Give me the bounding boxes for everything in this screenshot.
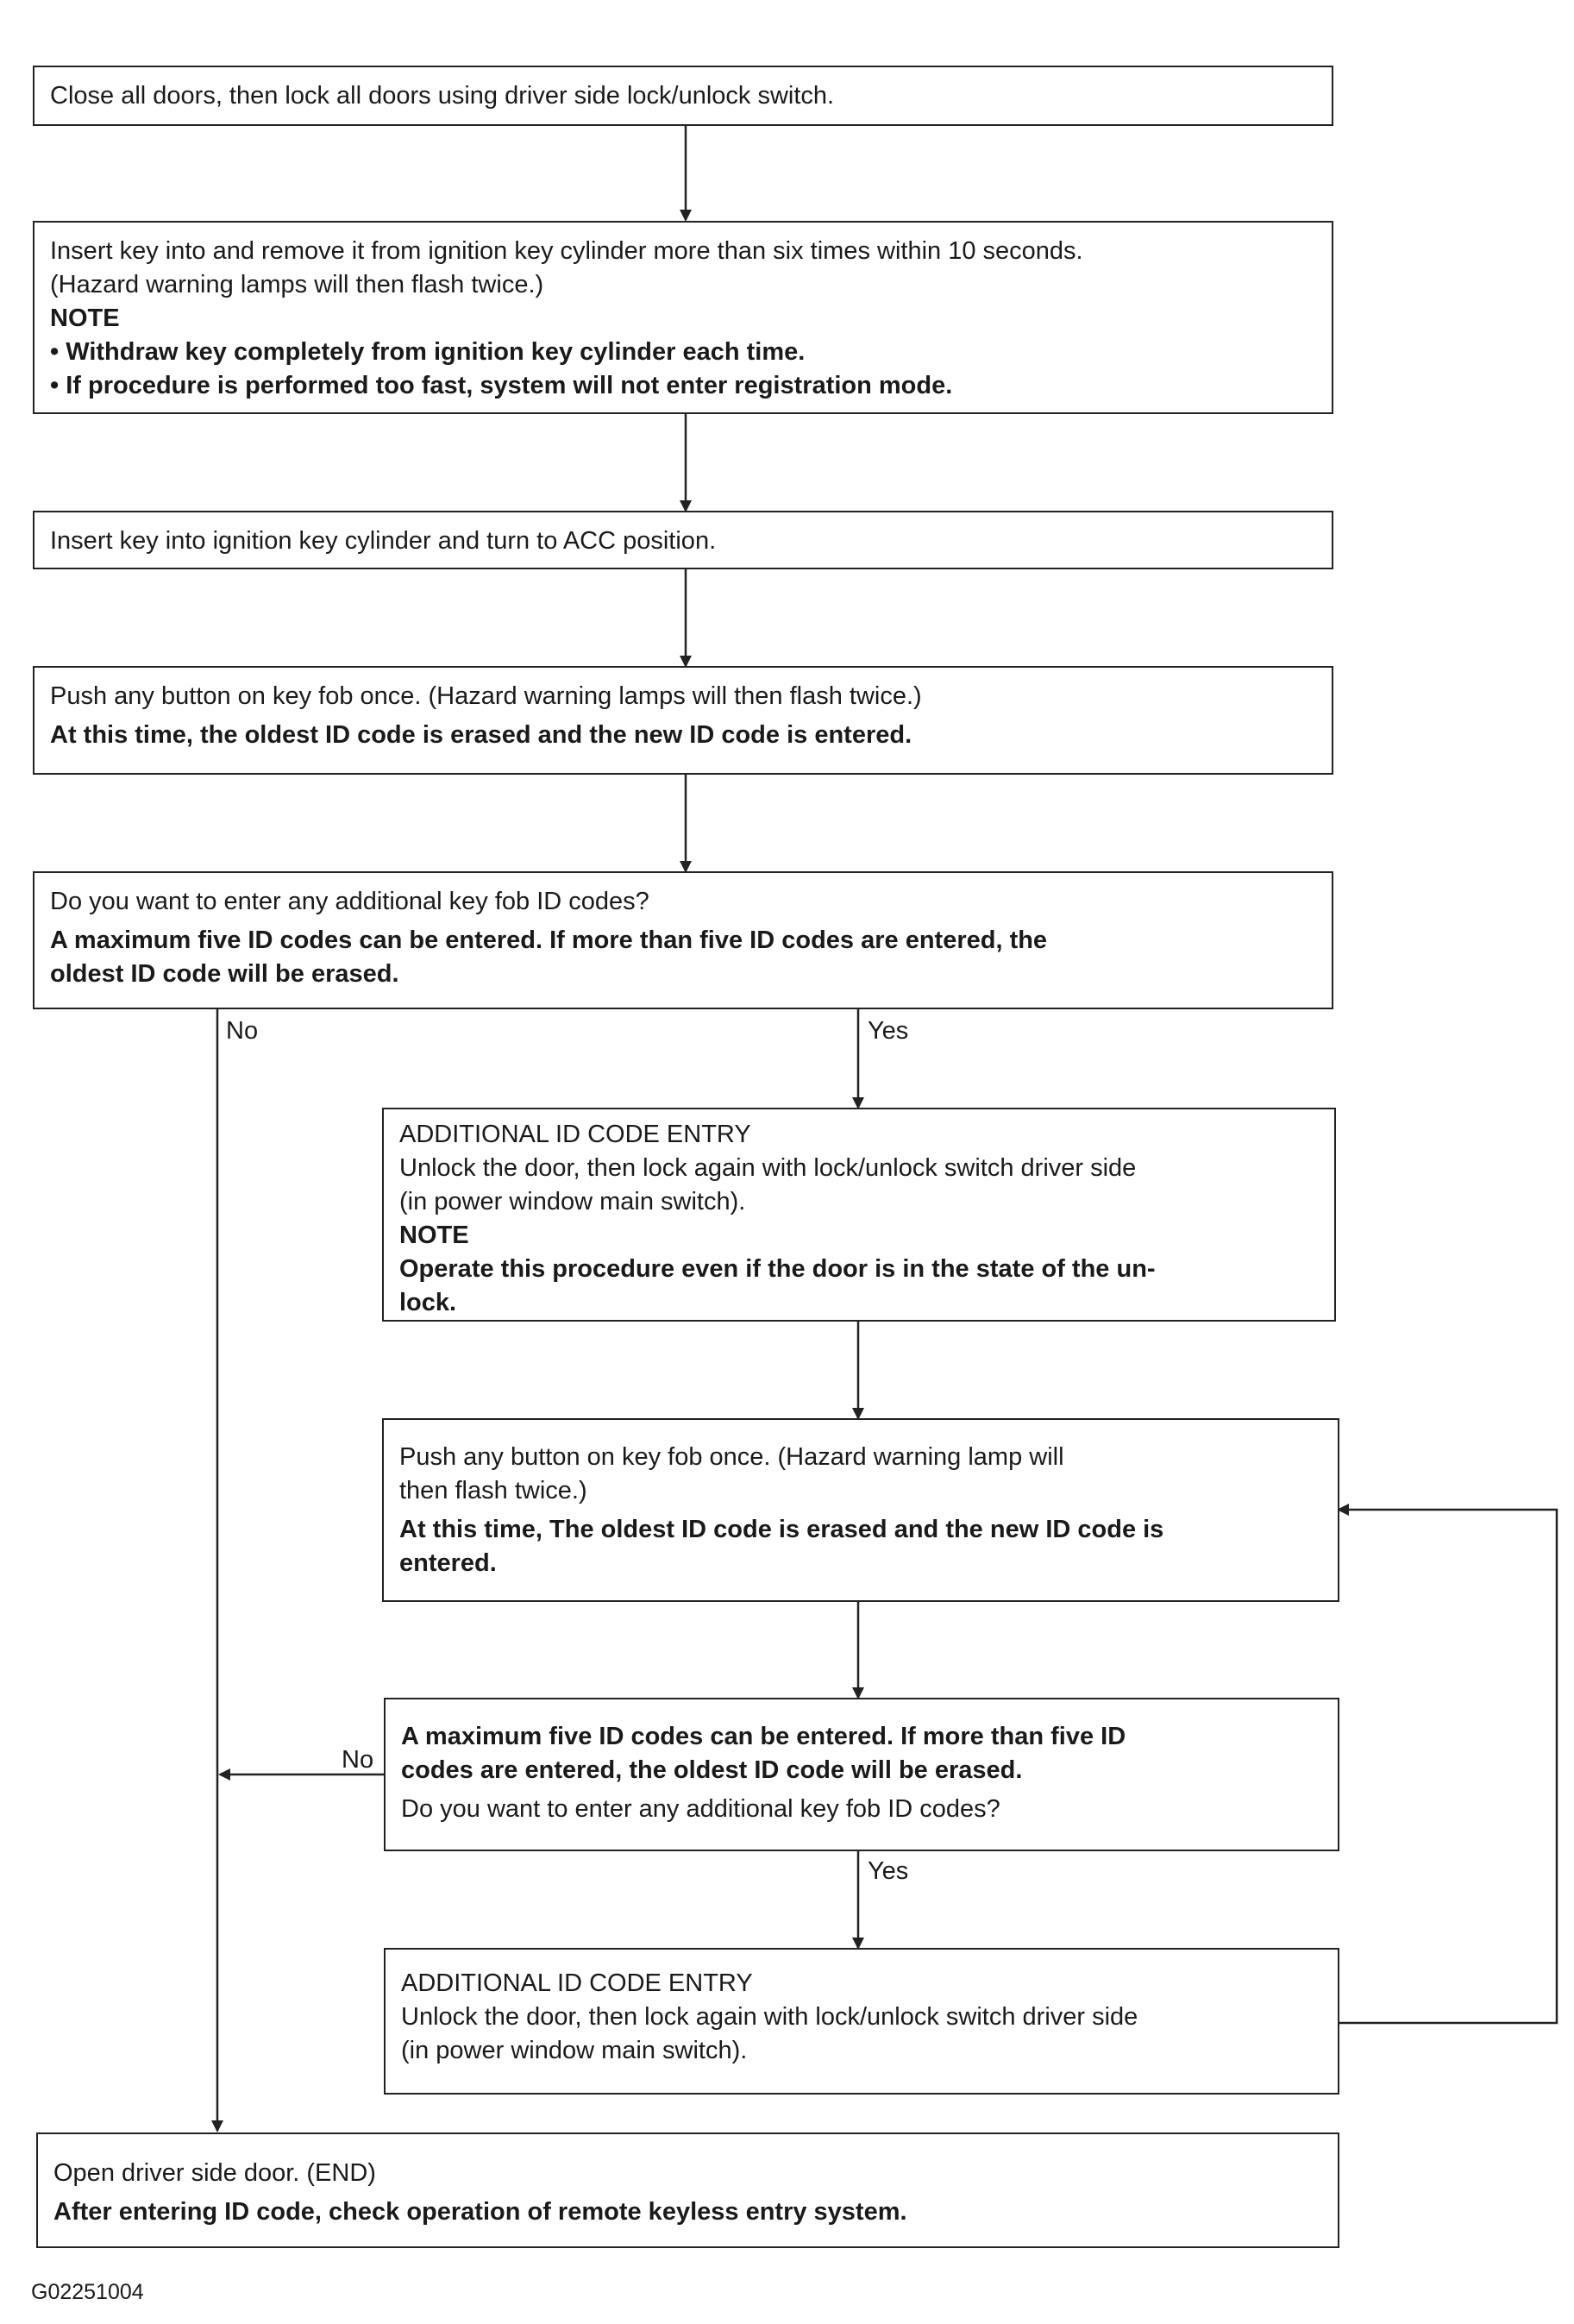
step-text: (Hazard warning lamps will then flash tw… <box>50 271 544 298</box>
step-bold-text: A maximum five ID codes can be entered. … <box>401 1723 1126 1750</box>
step-text: (in power window main switch). <box>399 1188 746 1215</box>
step-title: ADDITIONAL ID CODE ENTRY <box>399 1121 751 1148</box>
step-additional-id-code-entry-repeat: ADDITIONAL ID CODE ENTRY Unlock the door… <box>384 1948 1339 2095</box>
step-bold-text: lock. <box>399 1289 457 1316</box>
step-bold-text: entered. <box>399 1549 497 1577</box>
step-text: Push any button on key fob once. (Hazard… <box>399 1443 1064 1471</box>
note-label: NOTE <box>399 1222 469 1249</box>
branch-label-no: No <box>342 1746 374 1774</box>
step-push-key-fob-button: Push any button on key fob once. (Hazard… <box>33 666 1333 775</box>
step-text: Unlock the door, then lock again with lo… <box>399 1154 1137 1182</box>
branch-label-no: No <box>226 1017 259 1045</box>
branch-label-yes: Yes <box>868 1857 909 1885</box>
step-bold-text: At this time, the oldest ID code is eras… <box>50 721 912 749</box>
step-bold-text: After entering ID code, check operation … <box>53 2198 907 2226</box>
branch-label-yes: Yes <box>868 1017 909 1045</box>
note-label: NOTE <box>50 305 120 332</box>
step-push-key-fob-button-again: Push any button on key fob once. (Hazard… <box>382 1418 1339 1602</box>
step-close-and-lock-doors: Close all doors, then lock all doors usi… <box>33 66 1333 126</box>
step-text: (in power window main switch). <box>401 2037 748 2064</box>
decision-additional-codes-repeat: A maximum five ID codes can be entered. … <box>384 1698 1339 1851</box>
step-text: Do you want to enter any additional key … <box>401 1795 1000 1823</box>
step-bold-text: codes are entered, the oldest ID code wi… <box>401 1756 1023 1784</box>
step-bold-text: At this time, The oldest ID code is eras… <box>399 1516 1164 1543</box>
step-text: Insert key into and remove it from ignit… <box>50 237 1083 265</box>
step-text: Open driver side door. (END) <box>53 2159 376 2187</box>
loop-s9-back-to-s7 <box>1335 1504 1558 2025</box>
step-text: Unlock the door, then lock again with lo… <box>401 2003 1138 2031</box>
step-text: Close all doors, then lock all doors usi… <box>50 82 835 110</box>
note-bullet: • If procedure is performed too fast, sy… <box>50 372 953 399</box>
step-text: Push any button on key fob once. (Hazard… <box>50 682 922 710</box>
step-title: ADDITIONAL ID CODE ENTRY <box>401 1969 753 1997</box>
step-bold-text: Operate this procedure even if the door … <box>399 1255 1156 1283</box>
step-bold-text: A maximum five ID codes can be entered. … <box>50 926 1048 954</box>
step-open-driver-door-end: Open driver side door. (END) After enter… <box>36 2132 1339 2248</box>
note-bullet: • Withdraw key completely from ignition … <box>50 338 806 366</box>
step-text: Insert key into ignition key cylinder an… <box>50 527 717 555</box>
decision-additional-codes: Do you want to enter any additional key … <box>33 871 1333 1009</box>
step-insert-remove-key: Insert key into and remove it from ignit… <box>33 221 1333 414</box>
step-bold-text: oldest ID code will be erased. <box>50 960 399 988</box>
step-text: Do you want to enter any additional key … <box>50 888 649 915</box>
step-additional-id-code-entry: ADDITIONAL ID CODE ENTRY Unlock the door… <box>382 1108 1336 1322</box>
figure-id: G02251004 <box>31 2280 144 2304</box>
step-turn-to-acc: Insert key into ignition key cylinder an… <box>33 511 1333 569</box>
step-text: then flash twice.) <box>399 1477 587 1504</box>
